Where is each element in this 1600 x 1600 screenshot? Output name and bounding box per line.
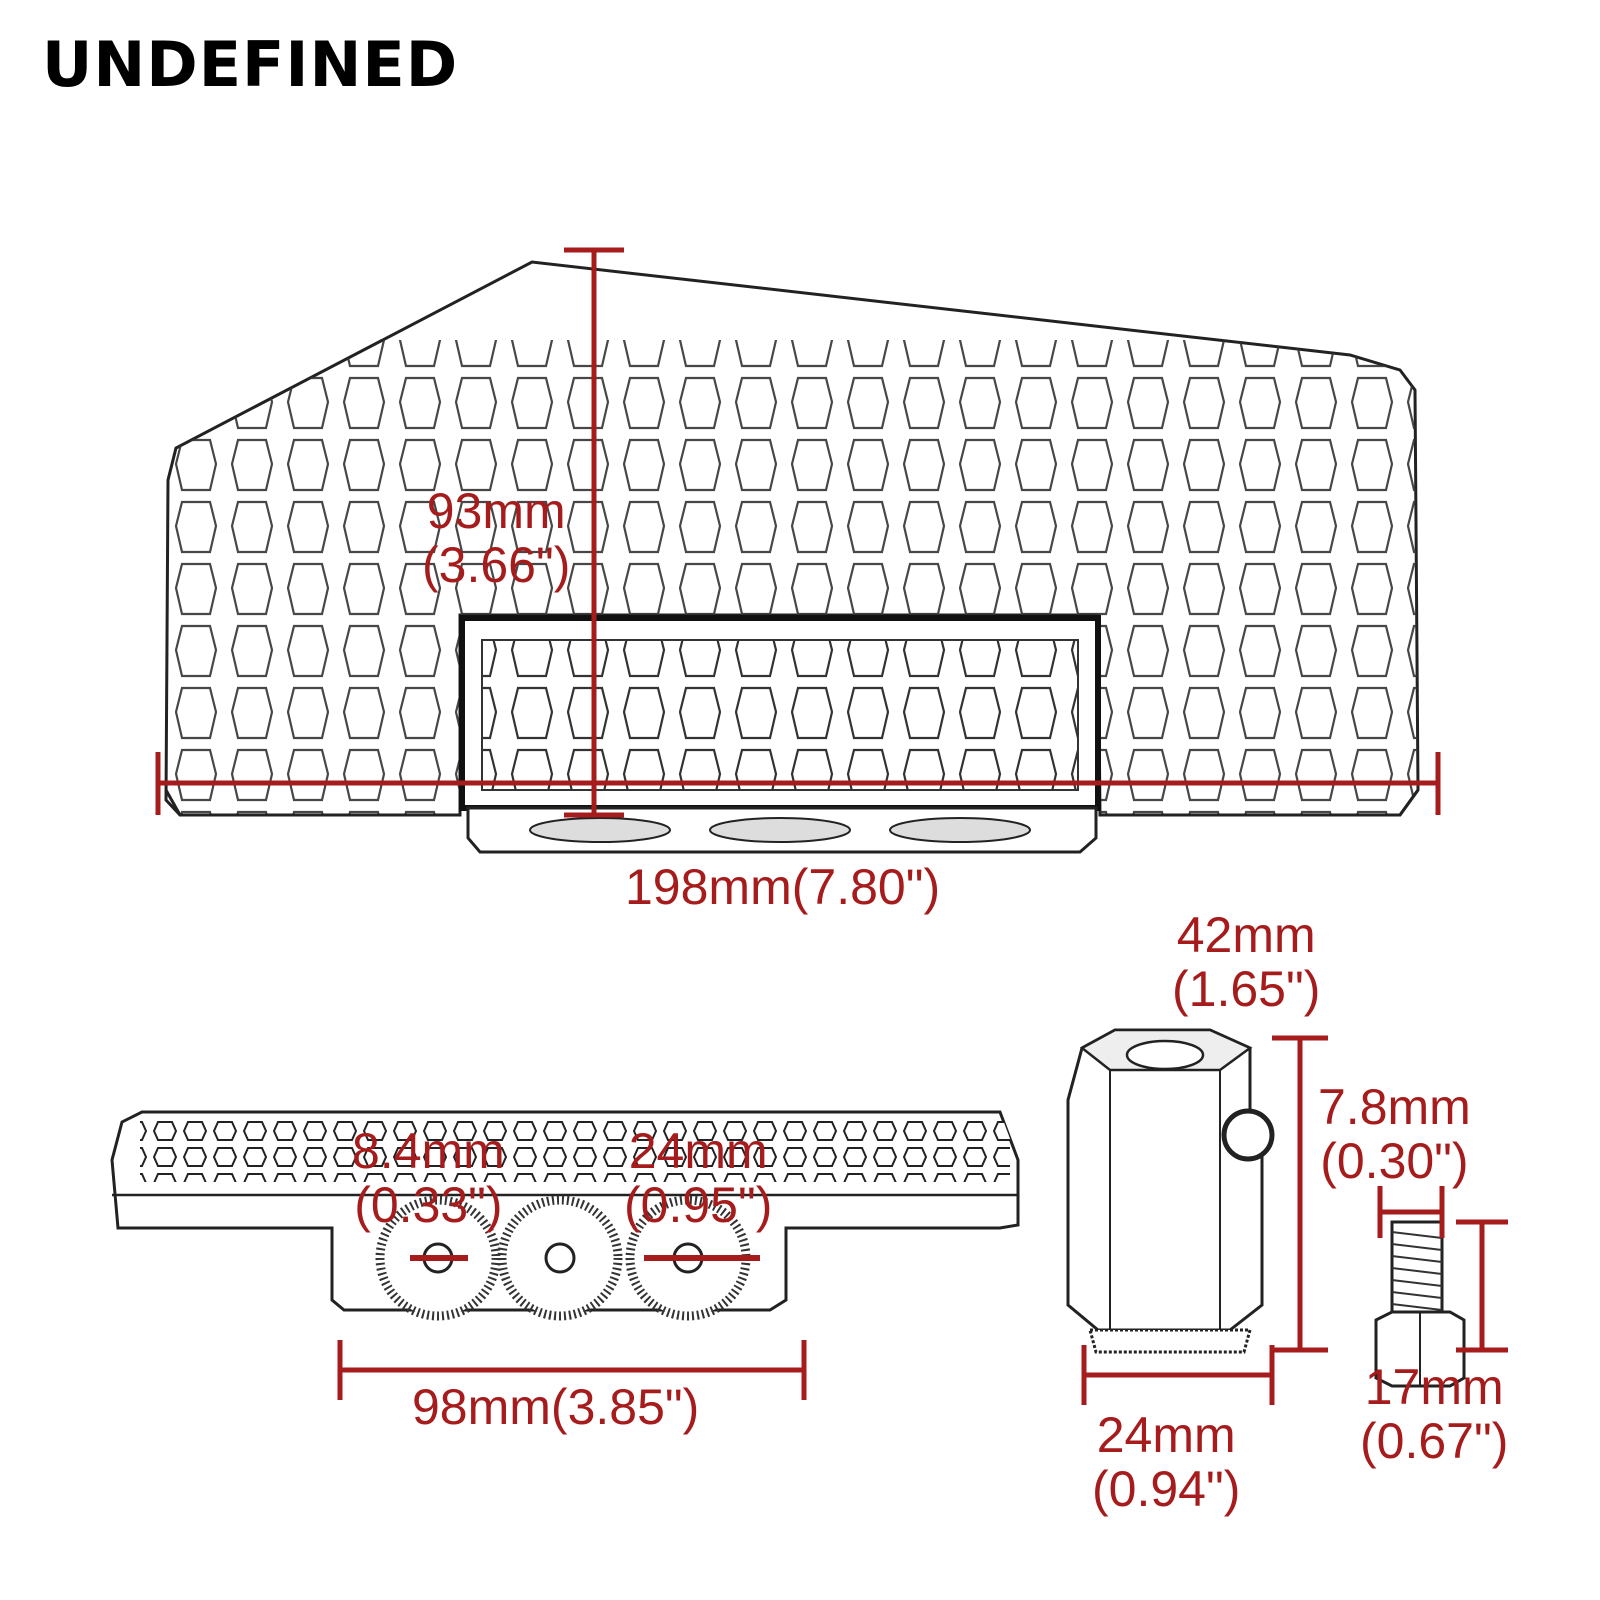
hole-small-metric: 8.4mm — [352, 1123, 505, 1179]
footpeg-top-view — [164, 260, 1420, 854]
bolt-diameter-label: 7.8mm (0.30") — [1318, 1080, 1471, 1188]
bolt-length-metric: 17mm — [1364, 1359, 1504, 1415]
hardware-dimension-lines — [1081, 1035, 1508, 1405]
bolt-diameter-metric: 7.8mm — [1318, 1079, 1471, 1135]
footpeg-front-view — [110, 1110, 1020, 1321]
mount-width-label: 24mm (0.94") — [1092, 1408, 1240, 1516]
hole-large-imperial: (0.95") — [624, 1177, 773, 1233]
bolt — [1374, 1220, 1466, 1388]
mount-bracket — [1066, 1028, 1275, 1354]
brand-logo: UNDEFINED — [42, 28, 459, 101]
hole-small-label: 8.4mm (0.33") — [352, 1124, 505, 1232]
bracket-bolt-hole — [1221, 1108, 1275, 1162]
pad-hole-1-edge — [529, 817, 671, 843]
top-height-metric: 93mm — [426, 483, 566, 539]
top-height-label: 93mm (3.66") — [422, 484, 570, 592]
front-width-metric: 98mm — [412, 1379, 551, 1435]
bracket-base-ring — [1088, 1328, 1252, 1354]
bolt-length-imperial: (0.67") — [1360, 1413, 1509, 1469]
mount-height-imperial: (1.65") — [1172, 961, 1321, 1017]
bolt-diameter-imperial: (0.30") — [1320, 1133, 1469, 1189]
top-width-metric: 198mm — [625, 859, 792, 915]
hole-small-imperial: (0.33") — [354, 1177, 503, 1233]
front-hole-2-inner — [544, 1242, 576, 1274]
plate-bottom-edge — [164, 789, 1420, 817]
bracket-top-opening — [1125, 1039, 1205, 1071]
hole-large-metric: 24mm — [628, 1123, 768, 1179]
mount-height-label: 42mm (1.65") — [1172, 908, 1320, 1016]
mount-height-metric: 42mm — [1176, 907, 1316, 963]
mount-width-metric: 24mm — [1096, 1407, 1236, 1463]
top-width-label: 198mm(7.80") — [625, 860, 940, 914]
top-view-dimension-lines — [155, 247, 1441, 818]
front-honeycomb-texture — [140, 1118, 1010, 1182]
pad-hole-3-edge — [889, 817, 1031, 843]
front-width-imperial: (3.85") — [550, 1379, 700, 1435]
hole-large-label: 24mm (0.95") — [624, 1124, 772, 1232]
bracket-outline — [1066, 1028, 1264, 1332]
mount-width-imperial: (0.94") — [1092, 1461, 1241, 1517]
top-width-imperial: (7.80") — [791, 859, 941, 915]
bolt-length-label: 17mm (0.67") — [1360, 1360, 1508, 1468]
front-view-dimension-lines — [337, 1255, 807, 1400]
front-width-label: 98mm(3.85") — [412, 1380, 699, 1434]
bolt-thread-lines — [1391, 1231, 1443, 1311]
pad-hole-2-edge — [709, 817, 851, 843]
top-height-imperial: (3.66") — [422, 537, 571, 593]
center-pad-inner — [481, 639, 1079, 791]
